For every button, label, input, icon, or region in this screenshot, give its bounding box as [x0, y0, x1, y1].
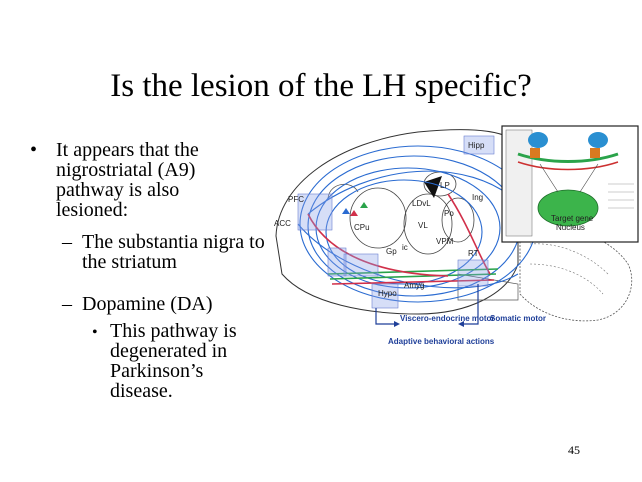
label-ing: Ing	[472, 193, 483, 202]
label-gp: Gp	[386, 247, 397, 256]
slide-title: Is the lesion of the LH specific?	[110, 68, 532, 104]
sub-bullet-1: The substantia nigra to the striatum	[82, 231, 265, 273]
label-amyg: Amyg	[404, 281, 424, 290]
label-acc: ACC	[274, 219, 291, 228]
sub-bullet-2: Dopamine (DA)	[82, 293, 213, 315]
label-adaptive: Adaptive behavioral actions	[388, 337, 495, 346]
bullet-marker: •	[92, 324, 98, 341]
brain-pathway-figure: PFC ACC CPu VL VPM Po LP LDvL Gp ic Hipp…	[268, 124, 640, 354]
label-cpu: CPu	[354, 223, 370, 232]
label-target-gene: Target gene	[551, 214, 594, 223]
cell-inset: Target gene Nucleus	[501, 125, 639, 243]
label-nucleus: Nucleus	[556, 223, 585, 232]
label-pfc: PFC	[288, 195, 304, 204]
dash-marker: –	[62, 293, 72, 315]
bullet-marker: •	[30, 139, 38, 161]
bullet-1: It appears that the nigrostriatal (A9) p…	[56, 139, 199, 221]
label-hipp: Hipp	[468, 141, 485, 150]
caudate-putamen	[349, 187, 407, 249]
label-po: Po	[444, 209, 454, 218]
label-vl: VL	[418, 221, 428, 230]
label-hypo: Hypo	[378, 289, 397, 298]
label-ldvl: LDvL	[412, 199, 431, 208]
dash-marker: –	[62, 231, 72, 253]
label-ic: ic	[402, 243, 408, 252]
label-viscero: Viscero-endocrine motor	[400, 314, 495, 323]
page-number: 45	[568, 443, 580, 457]
brain-diagram: PFC ACC CPu VL VPM Po LP LDvL Gp ic Hipp…	[274, 125, 639, 346]
label-vpm: VPM	[436, 237, 454, 246]
sub-sub-bullet-1: This pathway is degenerated in Parkinson…	[110, 320, 237, 402]
label-rt: RT	[468, 249, 479, 258]
lesion-marker	[424, 176, 442, 198]
label-somatic: Somatic motor	[490, 314, 546, 323]
label-lp: LP	[440, 181, 450, 190]
